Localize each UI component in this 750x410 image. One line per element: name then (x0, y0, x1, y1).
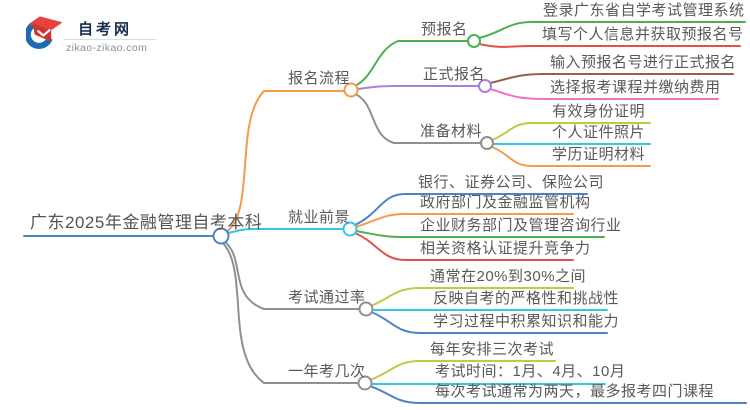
leaf-three-exams-label: 每年安排三次考试 (430, 341, 555, 358)
branch-exams-per-year-label: 一年考几次 (288, 363, 366, 380)
node-circle-registration-process (343, 82, 359, 98)
leaf-government-label: 政府部门及金融监管机构 (420, 194, 591, 211)
leaf-fill-info-label: 填写个人信息并获取预报名号 (542, 26, 744, 43)
logo-divider (64, 39, 156, 40)
leaf-diploma-proof-label: 学历证明材料 (552, 146, 646, 163)
edge-exam-duration (369, 385, 747, 404)
node-circle-prepare-materials (480, 136, 494, 150)
edge-rate-range (370, 287, 574, 307)
node-prepare-materials-label: 准备材料 (420, 123, 483, 140)
leaf-id-proof-label: 有效身份证明 (552, 103, 646, 120)
edge-pre-registration (354, 40, 469, 87)
node-circle-employment-prospects (342, 221, 358, 237)
branch-employment-prospects-label: 就业前景 (288, 209, 351, 226)
node-circle-exams-per-year (357, 375, 373, 391)
leaf-enter-number-label: 输入预报名号进行正式报名 (550, 54, 737, 71)
edge-id-proof (491, 122, 651, 141)
node-pre-registration-label: 预报名 (421, 21, 468, 38)
edge-fill-info (478, 43, 741, 48)
edge-pass-rate (223, 240, 360, 310)
leaf-corporate-finance-label: 企业财务部门及管理咨询行业 (420, 217, 622, 234)
leaf-exam-months-label: 考试时间：1月、4月、10月 (435, 363, 626, 380)
leaf-strictness-label: 反映自考的严格性和挑战性 (433, 290, 620, 307)
edge-government (355, 213, 574, 228)
node-circle-root (212, 227, 230, 245)
edge-choose-courses (489, 88, 719, 100)
edge-knowledge (370, 311, 608, 334)
edge-registration-process (225, 90, 345, 233)
edge-corporate-finance (355, 230, 605, 238)
edge-diploma-proof (491, 146, 651, 167)
node-circle-pre-registration (467, 34, 481, 48)
leaf-knowledge-label: 学习过程中积累知识和能力 (433, 313, 620, 330)
site-url: zikao-zikao.com (66, 42, 148, 54)
graduation-cap-icon (26, 16, 63, 49)
edge-enter-number (489, 73, 734, 84)
leaf-rate-range-label: 通常在20%到30%之间 (430, 268, 587, 285)
leaf-choose-courses-label: 选择报考课程并缴纳费用 (550, 79, 721, 96)
root-node-label: 广东2025年金融管理自考本科 (30, 213, 263, 232)
edge-banks (354, 193, 588, 226)
branch-registration-process-label: 报名流程 (288, 70, 351, 87)
edge-formal-registration (357, 85, 480, 90)
node-circle-pass-rate (358, 301, 374, 317)
branch-pass-rate-label: 考试通过率 (288, 289, 366, 306)
edge-employment-prospects (227, 228, 345, 234)
leaf-exam-duration-label: 每次考试通常为两天，最多报考四门课程 (435, 383, 715, 400)
edge-exams-per-year (221, 241, 359, 384)
leaf-login-system-label: 登录广东省自学考试管理系统 (543, 2, 745, 19)
leaf-photo-label: 个人证件照片 (552, 124, 646, 141)
edge-three-exams (369, 360, 556, 381)
edge-prepare-materials (354, 93, 482, 144)
site-name: 自考网 (78, 21, 133, 38)
node-formal-registration-label: 正式报名 (423, 66, 486, 83)
leaf-banks-label: 银行、证券公司、保险公司 (418, 174, 605, 191)
site-logo: 自考网 zikao-zikao.com (26, 10, 176, 58)
edge-certifications (354, 232, 574, 261)
edge-login-system (478, 21, 746, 39)
node-circle-formal-registration (478, 79, 492, 93)
leaf-certifications-label: 相关资格认证提升竞争力 (420, 240, 591, 257)
